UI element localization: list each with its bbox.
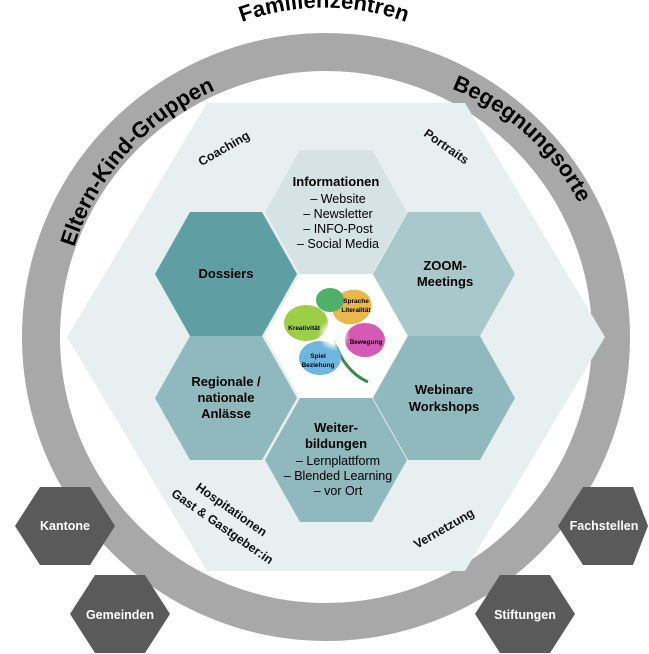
hex-title-anlaesse: Anlässe	[201, 406, 251, 421]
hex-item: – vor Ort	[314, 484, 363, 498]
hex-item: – Blended Learning	[284, 469, 392, 483]
petal-label-sprache: Sprache	[343, 298, 369, 305]
ext-label-stiftungen: Stiftungen	[494, 608, 556, 622]
ext-hex-fachstellen: Fachstellen	[558, 487, 648, 565]
petal-bewegung	[345, 323, 385, 357]
petal-label-kreativitaet: Kreativität	[288, 325, 321, 332]
petal-label-bewegung: Bewegung	[350, 339, 383, 346]
clover-logo: Sprache Literalität Kreativität Bewegung…	[284, 288, 385, 384]
hex-title-dossiers: Dossiers	[199, 266, 254, 281]
hex-title-nationale: nationale	[197, 390, 254, 405]
hex-dossiers: Dossiers	[155, 212, 297, 336]
hex-item: – Social Media	[297, 237, 379, 251]
hex-title-webinare: Webinare	[415, 382, 473, 397]
hex-title-meetings: Meetings	[417, 274, 473, 289]
hex-regionale-anlaesse: Regionale / nationale Anlässe	[155, 336, 297, 460]
hex-title-weiter: Weiter-	[314, 420, 358, 435]
hex-title-regionale: Regionale /	[191, 374, 261, 389]
ext-hex-stiftungen: Stiftungen	[475, 575, 575, 653]
hex-item: – Lernplattform	[296, 454, 380, 468]
ext-label-kantone: Kantone	[40, 519, 90, 533]
hex-weiterbildungen: Weiter- bildungen – Lernplattform – Blen…	[265, 398, 407, 522]
hex-informationen: Informationen – Website – Newsletter – I…	[265, 150, 407, 274]
hex-item: – Website	[310, 192, 365, 206]
hex-title-informationen: Informationen	[293, 174, 380, 189]
ext-hex-kantone: Kantone	[15, 487, 115, 565]
hex-item: – INFO-Post	[303, 222, 373, 236]
hex-item: – Newsletter	[303, 207, 372, 221]
petal-label-spiel: Spiel	[310, 353, 326, 360]
ext-label-gemeinden: Gemeinden	[86, 608, 154, 622]
clover-center-glow	[318, 319, 350, 351]
outer-ring	[22, 33, 630, 641]
hex-title-zoom: ZOOM-	[423, 258, 466, 273]
ext-hex-gemeinden: Gemeinden	[70, 575, 170, 653]
ring-label-top: Familienzentren	[235, 0, 412, 27]
hex-webinare-workshops: Webinare Workshops	[373, 336, 515, 460]
petal-label-beziehung: Beziehung	[302, 362, 335, 369]
hex-title-bildungen: bildungen	[305, 436, 367, 451]
hex-title-workshops: Workshops	[409, 399, 480, 414]
petal-top-green	[316, 288, 344, 312]
ext-label-fachstellen: Fachstellen	[570, 519, 639, 533]
hex-zoom-meetings: ZOOM- Meetings	[373, 212, 515, 336]
petal-label-literalitaet: Literalität	[341, 307, 371, 314]
petal-kreativitaet	[284, 305, 328, 341]
